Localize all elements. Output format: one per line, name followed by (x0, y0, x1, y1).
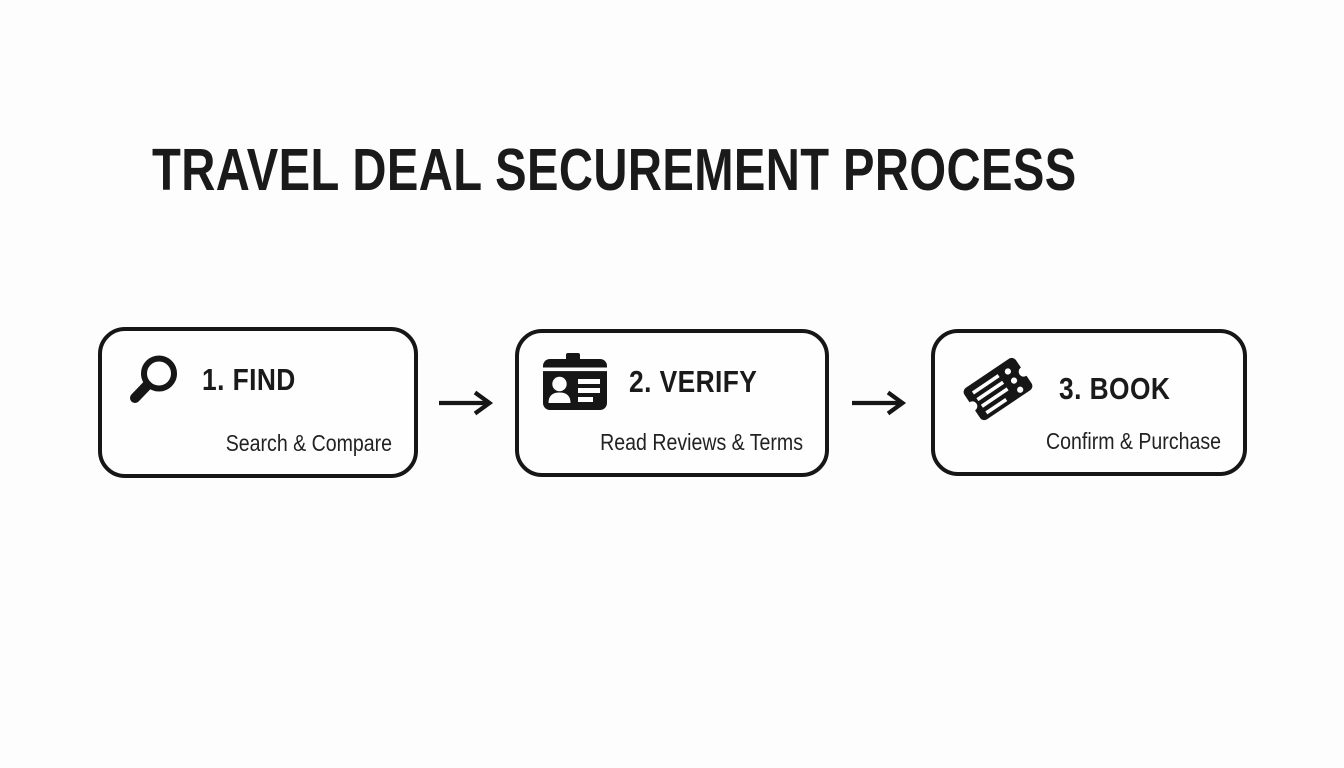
step-subtitle-verify: Read Reviews & Terms (600, 428, 803, 455)
step-box-book: 3. BOOK Confirm & Purchase (931, 329, 1247, 476)
step-subtitle-find: Search & Compare (225, 430, 392, 456)
magnifier-icon (125, 352, 181, 408)
arrow-icon (418, 328, 515, 478)
step-title-verify: 2. VERIFY (629, 363, 758, 399)
step-title-book: 3. BOOK (1059, 371, 1171, 406)
id-card-icon (542, 352, 608, 411)
step-head-find: 1. FIND (125, 351, 392, 409)
arrow-icon (829, 328, 931, 478)
diagram-title: TRAVEL DEAL SECUREMENT PROCESS (152, 137, 1077, 203)
step-title-find: 1. FIND (202, 362, 296, 397)
process-flow: 1. FIND Search & Compare (98, 327, 1247, 478)
step-head-book: 3. BOOK (958, 353, 1221, 425)
ticket-icon (958, 353, 1038, 425)
step-subtitle-book: Confirm & Purchase (1046, 428, 1221, 454)
step-head-verify: 2. VERIFY (542, 352, 803, 411)
step-box-find: 1. FIND Search & Compare (98, 327, 418, 478)
step-box-verify: 2. VERIFY Read Reviews & Terms (515, 328, 829, 477)
